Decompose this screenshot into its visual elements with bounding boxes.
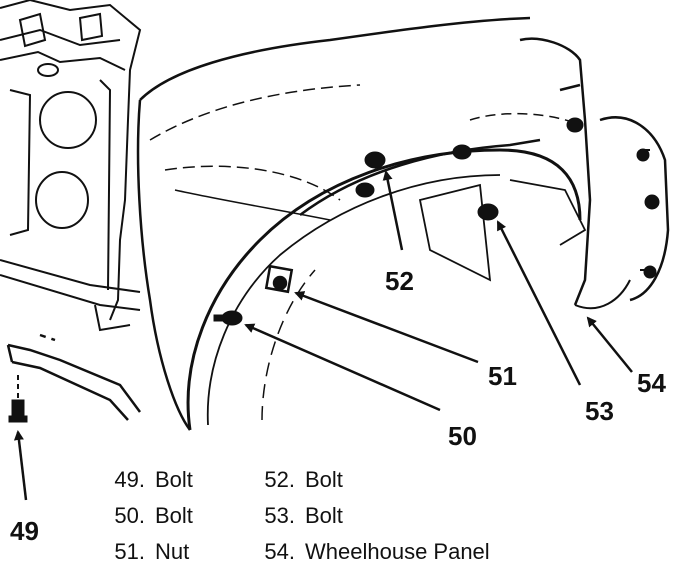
legend-number: 53. <box>264 503 295 528</box>
legend-item: 50. Bolt <box>95 498 245 534</box>
bolt-52-icon <box>355 144 472 198</box>
callout-49: 49 <box>10 516 39 546</box>
leader-50 <box>244 323 441 412</box>
legend-number: 49. <box>114 467 145 492</box>
callout-51: 51 <box>488 361 517 391</box>
legend-item: 53. Bolt <box>245 498 343 534</box>
legend-item: 54. Wheelhouse Panel <box>245 534 490 570</box>
callout-50: 50 <box>448 421 477 451</box>
radiator-support-structure <box>0 0 142 332</box>
legend-name: Bolt <box>155 467 193 492</box>
leader-52 <box>382 170 404 251</box>
legend-name: Bolt <box>305 467 343 492</box>
legend-number: 52. <box>264 467 295 492</box>
legend-name: Bolt <box>305 503 343 528</box>
wheelhouse-panel-part <box>299 37 670 310</box>
legend-row: 50. Bolt 53. Bolt <box>95 498 490 534</box>
parts-legend: 49. Bolt 52. Bolt 50. Bolt 53. Bolt 51. … <box>95 462 490 570</box>
leader-53 <box>496 220 582 386</box>
leader-51 <box>294 291 479 364</box>
leader-54 <box>586 316 633 373</box>
legend-item: 51. Nut <box>95 534 245 570</box>
bolt-49-icon <box>8 375 28 423</box>
legend-number: 54. <box>264 539 295 564</box>
callout-54: 54 <box>637 368 666 398</box>
callout-53: 53 <box>585 396 614 426</box>
legend-name: Wheelhouse Panel <box>305 539 490 564</box>
legend-number: 51. <box>114 539 145 564</box>
clip-icons <box>566 117 660 279</box>
splash-shield <box>6 333 142 421</box>
nut-51-icon <box>264 264 294 294</box>
bolt-53-icon <box>477 203 499 221</box>
fender-outline <box>136 16 531 431</box>
legend-name: Bolt <box>155 503 193 528</box>
leader-lines <box>13 170 633 501</box>
legend-name: Nut <box>155 539 190 564</box>
legend-row: 51. Nut 54. Wheelhouse Panel <box>95 534 490 570</box>
legend-item: 52. Bolt <box>245 462 343 498</box>
bolt-50-icon <box>213 310 243 326</box>
wheel-opening <box>186 148 582 431</box>
legend-item: 49. Bolt <box>95 462 245 498</box>
leader-49 <box>13 430 28 501</box>
legend-row: 49. Bolt 52. Bolt <box>95 462 490 498</box>
legend-number: 50. <box>114 503 145 528</box>
callout-52: 52 <box>385 266 414 296</box>
